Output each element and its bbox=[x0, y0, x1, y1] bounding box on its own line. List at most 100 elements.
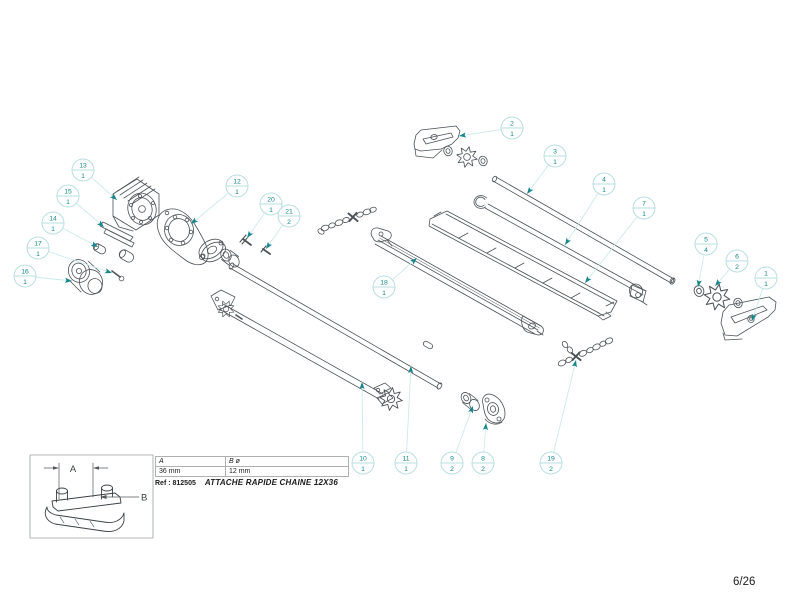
part-washer bbox=[442, 144, 454, 158]
leader-arrowhead bbox=[64, 277, 72, 283]
balloon-item-number: 16 bbox=[21, 269, 29, 276]
callout-item-7: 71 bbox=[584, 196, 656, 284]
part-roll-pin bbox=[422, 340, 434, 350]
dimension-a bbox=[43, 462, 109, 500]
balloon-item-number: 19 bbox=[547, 456, 555, 463]
part-guide-rail bbox=[370, 227, 544, 336]
callout-item-11: 111 bbox=[394, 365, 418, 475]
callout-item-14: 141 bbox=[41, 211, 99, 248]
leader-arrowhead bbox=[191, 217, 199, 224]
part-t-pin bbox=[239, 234, 252, 246]
balloon-item-number: 20 bbox=[267, 197, 275, 204]
balloon-item-number: 12 bbox=[233, 179, 241, 186]
balloon-item-number: 5 bbox=[704, 237, 708, 244]
callout-item-16: 161 bbox=[13, 264, 73, 288]
balloon-item-number: 13 bbox=[79, 163, 87, 170]
dimension-table: A B ø 36 mm 12 mm bbox=[155, 456, 349, 477]
callout-item-18: 181 bbox=[372, 257, 418, 299]
part-oval-flange bbox=[198, 238, 226, 263]
leader-arrowhead bbox=[696, 279, 702, 287]
leader-arrowhead bbox=[527, 186, 534, 194]
callout-item-21: 212 bbox=[265, 204, 301, 250]
part-bushing bbox=[220, 248, 240, 268]
balloon-item-number: 6 bbox=[735, 254, 739, 261]
callout-item-4: 41 bbox=[564, 172, 616, 246]
part-gearbox-housing bbox=[112, 176, 160, 232]
balloon-item-number: 7 bbox=[642, 201, 646, 208]
part-spacer-cylinder bbox=[460, 392, 480, 411]
callout-item-3: 31 bbox=[526, 144, 567, 195]
callout-item-15: 151 bbox=[56, 184, 105, 228]
balloon-qty: 1 bbox=[269, 207, 273, 214]
balloon-qty: 2 bbox=[549, 466, 553, 473]
part-retaining-ring bbox=[692, 283, 706, 299]
balloon-item-number: 18 bbox=[380, 280, 388, 287]
leader-line bbox=[37, 247, 113, 274]
page-indicator: 6/26 bbox=[733, 576, 756, 588]
leader-arrowhead bbox=[459, 132, 467, 138]
callout-item-6: 62 bbox=[714, 249, 749, 287]
callout-item-2: 21 bbox=[458, 116, 524, 140]
part-small-pin bbox=[260, 245, 271, 255]
dimension-b bbox=[100, 495, 140, 499]
leader-line bbox=[361, 381, 364, 464]
callout-item-5: 54 bbox=[694, 232, 718, 288]
table-value-a: 36 mm bbox=[156, 467, 226, 477]
info-table: A B ø 36 mm 12 mm Ref : 812505 ATTACHE R… bbox=[155, 456, 349, 487]
reference-row: Ref : 812505 ATTACHE RAPIDE CHAINE 12X36 bbox=[155, 478, 349, 487]
callout-item-10: 101 bbox=[351, 381, 375, 475]
part-drive-rod bbox=[491, 175, 676, 285]
leader-arrowhead bbox=[565, 237, 571, 245]
leader-line bbox=[564, 183, 605, 246]
callout-item-19: 192 bbox=[539, 359, 577, 475]
balloon-item-number: 14 bbox=[49, 216, 57, 223]
balloon-item-number: 3 bbox=[553, 149, 557, 156]
leader-arrowhead bbox=[104, 268, 112, 274]
leader-arrowhead bbox=[408, 366, 414, 374]
callout-item-13: 131 bbox=[71, 158, 118, 201]
part-chain-lower bbox=[557, 337, 614, 367]
balloon-item-number: 9 bbox=[450, 456, 454, 463]
part-chain-sprocket bbox=[701, 281, 733, 313]
balloon-qty: 1 bbox=[51, 226, 55, 233]
leader-arrowhead bbox=[90, 241, 98, 247]
balloon-qty: 1 bbox=[404, 466, 408, 473]
part-chain-upper bbox=[317, 206, 377, 235]
balloon-qty: 1 bbox=[764, 281, 768, 288]
detail-inset: A B bbox=[29, 454, 154, 539]
part-washer bbox=[477, 154, 489, 168]
balloon-qty: 1 bbox=[553, 159, 557, 166]
ref-number: Ref : 812505 bbox=[155, 480, 196, 487]
leader-arrowhead bbox=[266, 241, 273, 249]
balloon-qty: 1 bbox=[361, 466, 365, 473]
leader-arrowhead bbox=[110, 193, 117, 200]
part-inner-rod bbox=[228, 262, 443, 390]
leader-line bbox=[405, 365, 412, 464]
part-upper-bracket bbox=[413, 125, 461, 159]
part-clutch-drum bbox=[67, 259, 104, 295]
part-lower-bracket bbox=[720, 296, 777, 341]
balloon-qty: 1 bbox=[382, 290, 386, 297]
part-guard-panel bbox=[428, 210, 618, 321]
inset-frame bbox=[29, 454, 154, 539]
parts-layer bbox=[67, 125, 777, 425]
callout-item-20: 201 bbox=[246, 192, 283, 239]
balloon-qty: 2 bbox=[287, 219, 291, 226]
part-flange-mount bbox=[482, 393, 506, 425]
balloon-item-number: 15 bbox=[64, 189, 72, 196]
leader-line bbox=[584, 207, 645, 284]
balloon-item-number: 1 bbox=[764, 271, 768, 278]
part-outer-tube bbox=[473, 195, 648, 306]
dim-label-a: A bbox=[70, 464, 77, 475]
balloon-qty: 2 bbox=[735, 264, 739, 271]
leader-line bbox=[550, 359, 577, 464]
balloon-qty: 2 bbox=[481, 466, 485, 473]
leader-arrowhead bbox=[751, 313, 757, 321]
balloon-item-number: 2 bbox=[510, 121, 514, 128]
balloon-qty: 1 bbox=[510, 131, 514, 138]
balloon-qty: 1 bbox=[81, 173, 85, 180]
leader-arrowhead bbox=[482, 423, 489, 431]
